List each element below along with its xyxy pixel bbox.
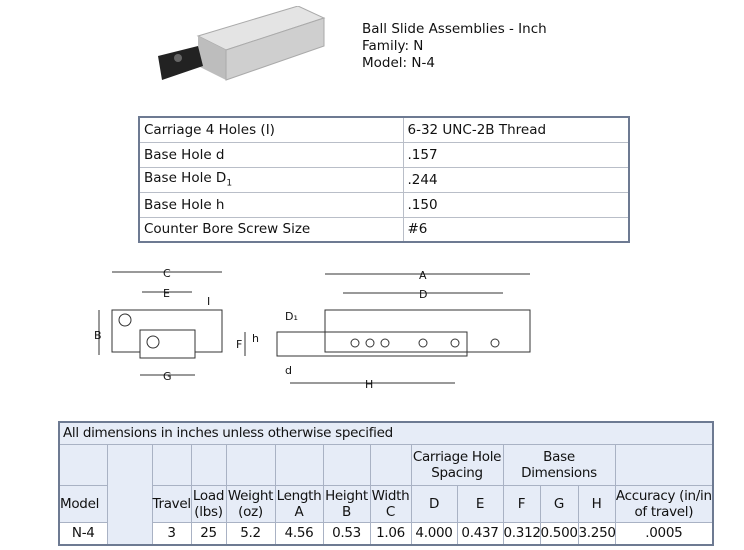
header-d: D	[410, 484, 458, 523]
header-e: E	[456, 484, 504, 523]
spec-row: Counter Bore Screw Size#6	[138, 216, 630, 243]
cell-accuracy: .0005	[614, 521, 714, 546]
header-travel: Travel	[151, 484, 192, 523]
spec-row: Base Hole d.157	[138, 141, 630, 168]
dim-label-d1: D₁	[285, 310, 298, 323]
spec-value: #6	[402, 216, 630, 243]
dim-label-d-small: d	[285, 364, 292, 377]
spec-label: Carriage 4 Holes (I)	[138, 116, 404, 143]
spec-label: Counter Bore Screw Size	[138, 216, 404, 243]
spec-row: Carriage 4 Holes (I)6-32 UNC-2B Thread	[138, 116, 630, 143]
spec-label: Base Hole h	[138, 191, 404, 218]
cell-height: 0.53	[322, 521, 371, 546]
header-h: H	[577, 484, 616, 523]
header-carriage-hole-spacing: Carriage Hole Spacing	[410, 443, 504, 486]
dim-label-d-upper: D	[419, 288, 427, 301]
dim-label-b: B	[94, 329, 102, 342]
cell-length: 4.56	[274, 521, 324, 546]
spec-row: Base Hole D1.244	[138, 166, 630, 193]
cell-f: 0.312	[502, 521, 541, 546]
header-model: Model	[58, 484, 108, 523]
cell-load: 25	[190, 521, 227, 546]
spec-value: .150	[402, 191, 630, 218]
header-load: Load (lbs)	[190, 484, 227, 523]
header-weight: Weight (oz)	[225, 484, 276, 523]
cell-weight: 5.2	[225, 521, 276, 546]
cell-d: 4.000	[410, 521, 458, 546]
product-photo	[158, 6, 326, 81]
header-base-dimensions: Base Dimensions	[502, 443, 616, 486]
cell-g: 0.500	[539, 521, 579, 546]
dimension-drawing: C E I B G A D D₁ h F d H	[94, 267, 531, 391]
table-caption: All dimensions in inches unless otherwis…	[58, 421, 714, 445]
dim-label-h: H	[365, 378, 373, 391]
spec-label-text: Base Hole D	[144, 170, 227, 187]
dim-label-h-small: h	[252, 332, 259, 345]
header-f: F	[502, 484, 541, 523]
dim-label-e: E	[163, 287, 170, 300]
header-length: Length A	[274, 484, 324, 523]
spec-value: .244	[402, 166, 630, 193]
product-title: Ball Slide Assemblies - Inch	[362, 21, 547, 37]
product-family: Family: N	[362, 38, 424, 54]
base-side-view	[276, 331, 468, 357]
cell-h: 3.250	[577, 521, 616, 546]
header-height: Height B	[322, 484, 371, 523]
spec-value: 6-32 UNC-2B Thread	[402, 116, 630, 143]
table-row: N-4 3 25 5.2 4.56 0.53 1.06 4.000 0.437 …	[58, 521, 714, 546]
base-end-view	[139, 329, 196, 359]
spec-row: Base Hole h.150	[138, 191, 630, 218]
cell-travel: 3	[151, 521, 192, 546]
product-model: Model: N-4	[362, 55, 435, 71]
dim-label-f: F	[236, 338, 242, 351]
product-info: Ball Slide Assemblies - Inch Family: N M…	[362, 21, 547, 72]
cell-model: N-4	[58, 521, 108, 546]
cell-e: 0.437	[456, 521, 504, 546]
dimensions-table: All dimensions in inches unless otherwis…	[58, 421, 715, 546]
dim-label-g: G	[163, 370, 172, 383]
spec-label-sub: 1	[226, 178, 233, 189]
spec-label: Base Hole D1	[138, 166, 404, 193]
cell-width: 1.06	[369, 521, 412, 546]
dim-label-i: I	[207, 295, 210, 308]
spec-label: Base Hole d	[138, 141, 404, 168]
carriage-side-view	[324, 309, 531, 353]
spec-value: .157	[402, 141, 630, 168]
dim-label-c: C	[163, 267, 171, 280]
header-accuracy: Accuracy (in/in of travel)	[614, 484, 714, 523]
blank-cell	[106, 443, 153, 546]
dim-label-a: A	[419, 269, 427, 282]
spec-table: Carriage 4 Holes (I)6-32 UNC-2B Thread B…	[138, 116, 630, 243]
header-g: G	[539, 484, 579, 523]
header-width: Width C	[369, 484, 412, 523]
